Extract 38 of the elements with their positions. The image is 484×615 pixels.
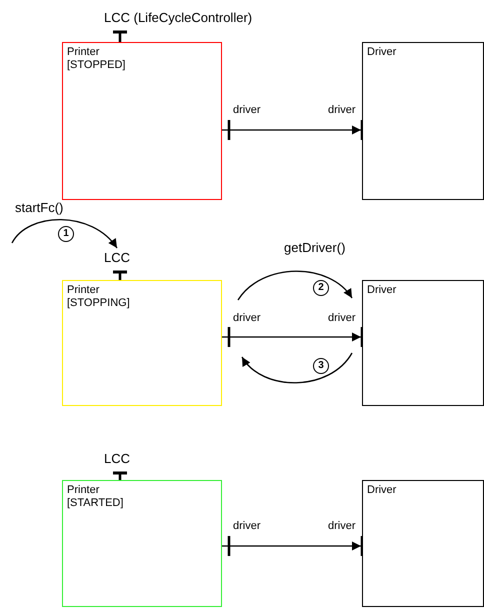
interface-label: LCC (LifeCycleController) bbox=[104, 10, 254, 28]
interface-connector bbox=[113, 472, 127, 480]
port-label: driver bbox=[328, 104, 356, 116]
component-name: Printer bbox=[67, 484, 100, 497]
step-number: 2 bbox=[313, 280, 329, 296]
arrow bbox=[222, 126, 361, 134]
step-number: 1 bbox=[58, 226, 74, 242]
component-state: [STOPPED] bbox=[67, 59, 126, 72]
interface-connector bbox=[113, 30, 127, 42]
interface-connector bbox=[113, 270, 127, 280]
arrow bbox=[11, 219, 118, 248]
interface-label: LCC bbox=[104, 250, 134, 268]
arrow bbox=[222, 542, 361, 550]
component-name: Printer bbox=[67, 46, 100, 59]
edge-label: getDriver() bbox=[283, 240, 346, 255]
component-name: Driver bbox=[367, 484, 396, 497]
component-box bbox=[362, 42, 484, 200]
arrow bbox=[241, 352, 353, 384]
component-state: [STARTED] bbox=[67, 497, 124, 510]
component-box bbox=[62, 280, 222, 406]
port-label: driver bbox=[233, 104, 261, 116]
component-state: [STOPPING] bbox=[67, 297, 130, 310]
step-number: 3 bbox=[313, 358, 329, 374]
arrow bbox=[222, 332, 361, 342]
edge-label: startFc() bbox=[14, 200, 64, 215]
component-name: Driver bbox=[367, 284, 396, 297]
interface-label: LCC bbox=[104, 451, 134, 469]
component-box bbox=[362, 280, 484, 406]
port-label: driver bbox=[233, 312, 261, 324]
component-box bbox=[62, 480, 222, 607]
port-label: driver bbox=[233, 520, 261, 532]
arrow bbox=[237, 270, 353, 300]
port-label: driver bbox=[328, 520, 356, 532]
component-box bbox=[362, 480, 484, 607]
component-box bbox=[62, 42, 222, 200]
component-name: Driver bbox=[367, 46, 396, 59]
component-name: Printer bbox=[67, 284, 100, 297]
port-label: driver bbox=[328, 312, 356, 324]
